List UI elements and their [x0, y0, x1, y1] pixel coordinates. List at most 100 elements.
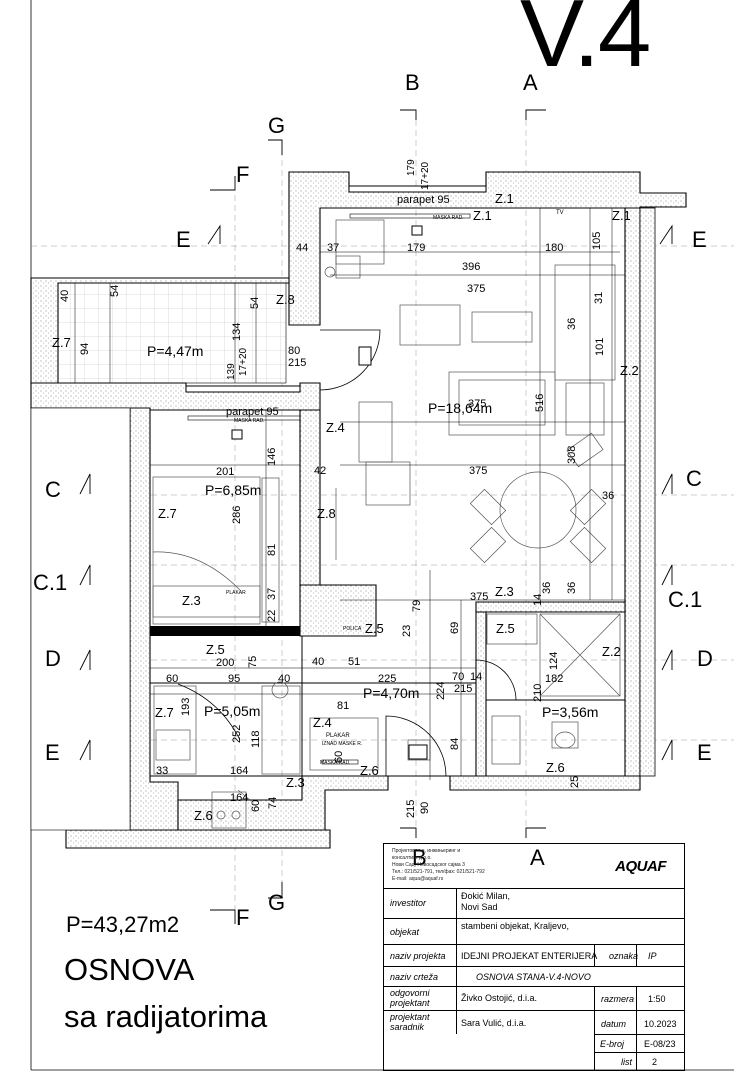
- dim: 252: [231, 725, 243, 743]
- dim: 81: [337, 700, 349, 712]
- win-top-dim: 179: [406, 159, 417, 176]
- win-top-dim2: 17+20: [420, 161, 431, 190]
- dim: 42: [314, 465, 326, 477]
- firm-line: Тел.: 021/521-791, тел/фах: 021/521-792: [392, 869, 485, 875]
- dim: 31: [593, 292, 605, 304]
- investor-label: investitor: [390, 898, 427, 908]
- dimension-numbers: 179 44 37 180 105 396 375 31 40 54 54 13…: [59, 232, 614, 818]
- marker-d-left: D: [45, 646, 61, 671]
- tag-z3-c: Z.3: [286, 775, 305, 790]
- dim: 105: [591, 232, 603, 250]
- dim: 193: [180, 698, 192, 716]
- project-label: naziv projekta: [390, 951, 446, 961]
- dim: 40: [278, 673, 290, 685]
- plan-label-line1: OSNOVA: [64, 952, 195, 987]
- row-responsible: odgovorni projektant Živko Ostojić, d.i.…: [384, 986, 684, 1011]
- scale-value: 1:50: [648, 994, 666, 1004]
- dim: 95: [228, 673, 240, 685]
- tag-z1-c: Z.1: [612, 208, 631, 223]
- hall-bath-furniture: [309, 613, 621, 771]
- dim: 80: [288, 345, 300, 357]
- wall-tags: Z.1 Z.1 Z.1 Z.2 Z.8 Z.7 Z.4 Z.7 Z.8 Z.3 …: [52, 191, 639, 823]
- dim: 375: [469, 465, 487, 477]
- marker-e-left-top: E: [176, 227, 191, 252]
- eno-label: E-broj: [600, 1039, 625, 1049]
- dim: 37: [327, 242, 339, 254]
- dim: 215: [405, 800, 417, 818]
- living-furniture: [324, 219, 616, 564]
- dim: 60: [333, 751, 345, 763]
- dim: 54: [249, 297, 261, 309]
- separator: [636, 986, 637, 1070]
- dim: 70: [452, 671, 464, 683]
- marker-b-bottom: B: [412, 845, 427, 870]
- dim: 308: [566, 446, 578, 464]
- separator: [456, 888, 457, 1034]
- title-block: Пројектовање, инжињеринг и консалтинг д.…: [383, 843, 685, 1071]
- polica-label: POLICA: [343, 626, 362, 632]
- plakar-hall: PLAKAR: [326, 733, 350, 739]
- win-left-dim: 139: [226, 363, 237, 380]
- tag-z4-b: Z.4: [313, 715, 332, 730]
- radiators: [187, 213, 471, 765]
- area-kitchen: P=5,05m: [204, 703, 260, 719]
- marker-c1-right: C.1: [668, 587, 702, 612]
- tag-z2: Z.2: [620, 363, 639, 378]
- tag-z6-c: Z.6: [194, 808, 213, 823]
- annotations: parapet 95 parapet 95 MASKA RAD. MASKA R…: [226, 159, 564, 766]
- row-investor: investitor Đokić Milan, Novi Sad: [384, 888, 684, 919]
- dim: 225: [378, 673, 396, 685]
- row-object: objekat stambeni objekat, Kraljevo,: [384, 918, 684, 945]
- tag-z8-b: Z.8: [317, 506, 336, 521]
- section-arrows: [79, 109, 673, 924]
- partitions: [150, 636, 625, 777]
- dim: 14: [470, 671, 482, 683]
- doors: [177, 329, 517, 777]
- dim: 36: [566, 318, 578, 330]
- dim: 23: [401, 625, 413, 637]
- dim: 201: [216, 466, 234, 478]
- plakar-bedroom: PLAKAR: [226, 590, 246, 596]
- investor-value-2: Novi Sad: [461, 902, 498, 912]
- maska-rad-left: MASKA RAD.: [234, 418, 265, 424]
- tv-label: TV: [556, 210, 564, 216]
- room-areas: P=4,47m P=18,64m P=6,85m P=5,05m P=4,70m…: [147, 343, 598, 720]
- tag-z5-b: Z.5: [496, 621, 515, 636]
- tag-z7-c: Z.7: [155, 705, 174, 720]
- marker-f-top: F: [236, 162, 249, 187]
- dim: 25: [569, 776, 581, 788]
- dim: 79: [411, 600, 423, 612]
- investor-value-1: Đokić Milan,: [461, 891, 511, 901]
- dim: 210: [532, 684, 544, 702]
- dim: 54: [109, 285, 121, 297]
- kitchen-furniture: [153, 681, 301, 829]
- firm-info: Пројектовање, инжињеринг и консалтинг д.…: [392, 848, 485, 883]
- plan-label-line2: sa radijatorima: [64, 999, 268, 1034]
- maska-rad-hall: MASKA RAD.: [320, 760, 351, 766]
- separator: [594, 944, 595, 966]
- tag-z6-b: Z.6: [546, 760, 565, 775]
- dim: 200: [216, 657, 234, 669]
- row-sheet: list 2: [594, 1052, 684, 1071]
- assistant-label-2: saradnik: [390, 1022, 425, 1032]
- dim: 37: [266, 588, 278, 600]
- dim: 375: [468, 398, 486, 410]
- section-labels: B A G F E E C C C.1 C.1 D D E E B A G F: [33, 70, 713, 930]
- dim: 180: [545, 242, 563, 254]
- dim: 40: [312, 656, 324, 668]
- drawing-value: OSNOVA STANA-V.4-NOVO: [476, 972, 591, 982]
- dim: 396: [462, 261, 480, 273]
- separator: [594, 986, 595, 1070]
- dim: 36: [566, 582, 578, 594]
- area-bath: P=3,56m: [542, 704, 598, 720]
- date-value: 10.2023: [644, 1019, 677, 1029]
- marker-e-left-bottom: E: [45, 740, 60, 765]
- bedroom-furniture: [152, 476, 337, 625]
- windows: [185, 185, 487, 760]
- row-project: naziv projekta IDEJNI PROJEKAT ENTERIJER…: [384, 944, 684, 967]
- marker-c1-left: C.1: [33, 570, 67, 595]
- dim: 40: [59, 290, 71, 302]
- responsible-label-1: odgovorni: [390, 988, 430, 998]
- dim: 36: [541, 582, 553, 594]
- row-eno: E-broj E-08/23: [594, 1034, 684, 1053]
